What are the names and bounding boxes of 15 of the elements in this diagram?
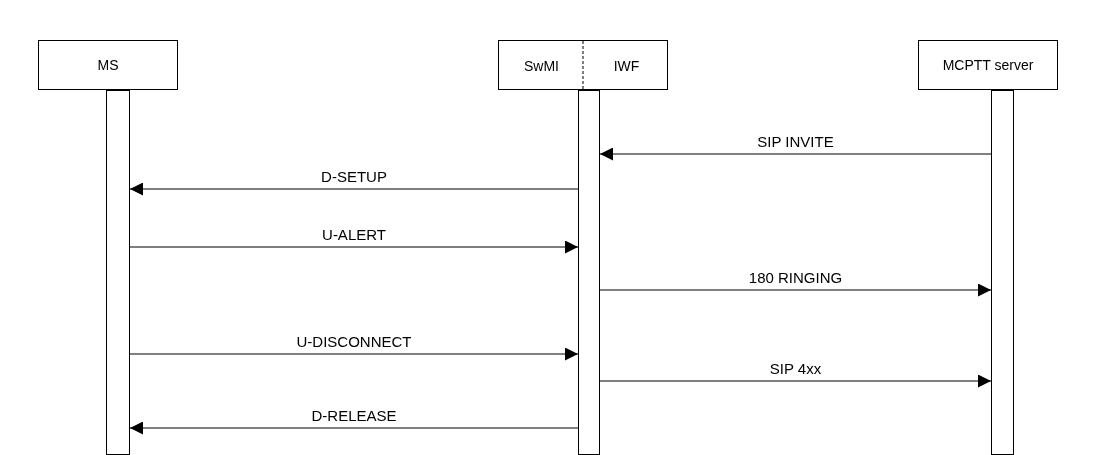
message-arrow: [599, 283, 992, 297]
participant-name: IWF: [613, 58, 640, 74]
message-arrow: [129, 421, 579, 435]
message-arrow: [129, 347, 579, 361]
participant-box: MCPTT server: [918, 40, 1058, 90]
participant-name: SwMI: [524, 58, 559, 74]
message-arrow: [129, 240, 579, 254]
participant-box: [498, 40, 668, 90]
message-arrow: [599, 374, 992, 388]
message-arrow: [599, 147, 992, 161]
participant-box: MS: [38, 40, 178, 90]
message-arrow: [129, 182, 579, 196]
lifeline-bar: [106, 90, 130, 455]
lifeline-bar: [578, 90, 600, 455]
lifeline-bar: [991, 90, 1014, 455]
